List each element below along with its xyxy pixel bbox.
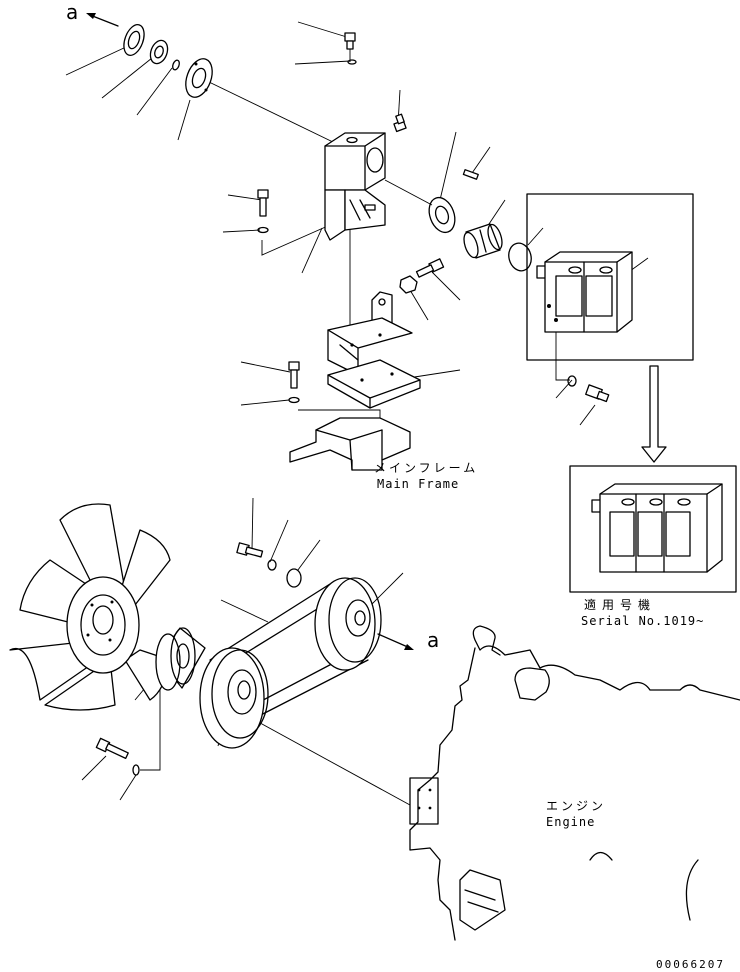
crank-pulley bbox=[199, 647, 269, 749]
pump-frame-box bbox=[526, 193, 694, 361]
washer-lower-left bbox=[288, 396, 300, 404]
bolt-pump bbox=[585, 384, 610, 403]
washer-fan bbox=[132, 764, 140, 776]
coupling bbox=[463, 223, 503, 259]
grease-nipple bbox=[393, 113, 407, 133]
washer-pump bbox=[567, 375, 577, 387]
engine-label-en: Engine bbox=[546, 815, 596, 829]
oil-seal bbox=[123, 24, 145, 56]
washer-top bbox=[347, 59, 357, 65]
main-frame bbox=[289, 417, 411, 471]
washer-left-bracket bbox=[257, 226, 269, 234]
reference-label-a-top: a bbox=[66, 0, 79, 24]
snap-ring bbox=[172, 59, 180, 71]
drawing-number: 00066207 bbox=[656, 958, 725, 971]
arrow-down-icon bbox=[641, 365, 667, 463]
engine-label-jp: エンジン bbox=[546, 799, 607, 813]
nut-middle bbox=[399, 275, 418, 294]
main-frame-label-en: Main Frame bbox=[377, 477, 460, 491]
pump-frame-box-new bbox=[569, 465, 737, 593]
hydraulic-pump-new bbox=[591, 483, 723, 573]
engine bbox=[409, 625, 740, 941]
pump-drive-pulley bbox=[314, 577, 382, 671]
bolt-idler bbox=[236, 542, 264, 558]
arrow-a-top bbox=[86, 13, 119, 27]
serial-number-label: Serial No.1019~ bbox=[581, 614, 705, 628]
fan-spacer bbox=[155, 627, 206, 691]
bearing-large bbox=[185, 58, 213, 98]
bolt-lower-left bbox=[288, 361, 300, 389]
applicable-serial-label-jp: 適用号機 bbox=[584, 598, 657, 612]
washer-idler bbox=[267, 559, 277, 571]
bearing-ring bbox=[428, 196, 456, 234]
key bbox=[462, 169, 479, 180]
reference-label-a-mid: a bbox=[427, 628, 440, 652]
arrow-a-mid bbox=[377, 633, 414, 650]
bolt-left-bracket bbox=[257, 189, 269, 217]
main-frame-label-jp: メインフレーム bbox=[374, 461, 479, 475]
bolt-top bbox=[344, 32, 356, 50]
o-ring bbox=[508, 242, 532, 272]
bearing-small bbox=[149, 39, 169, 65]
fan bbox=[9, 503, 171, 711]
hydraulic-pump bbox=[536, 251, 633, 333]
bolt-middle bbox=[415, 258, 445, 278]
lower-bracket bbox=[327, 291, 421, 409]
bearing-housing bbox=[324, 132, 386, 241]
idler-plate bbox=[286, 568, 302, 588]
bolt-fan bbox=[95, 737, 129, 760]
